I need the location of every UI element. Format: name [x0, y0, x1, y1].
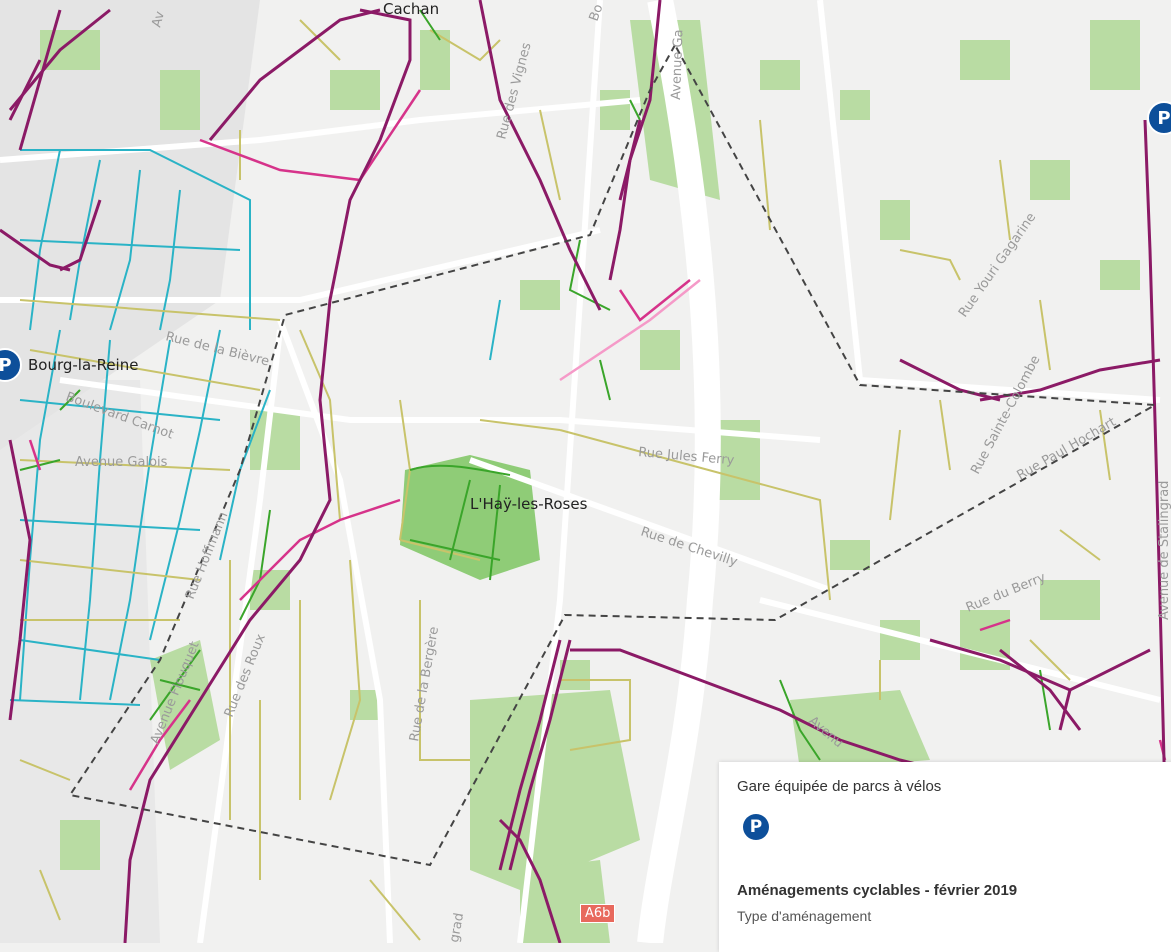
road-badge-a6b: A6b	[580, 904, 616, 923]
street-label: Avenue de Stalingrad	[1157, 481, 1171, 620]
commune-boundary	[68, 42, 1159, 867]
route-pink	[559, 279, 701, 382]
street-label: Avenue Galois	[75, 455, 168, 470]
highway-a6	[637, 0, 721, 943]
street-label: Avenue Ga	[669, 29, 686, 100]
parking-marker-east[interactable]: P	[1147, 101, 1171, 135]
town-label-cachan: Cachan	[383, 0, 439, 18]
town-label-lhay-les-roses: L'Haÿ-les-Roses	[470, 495, 588, 513]
route-green	[19, 9, 1051, 761]
street-label: grad	[447, 912, 467, 943]
legend-panel: Gare équipée de parcs à vélos P Aménagem…	[719, 762, 1171, 952]
town-label-bourg-la-reine: Bourg-la-Reine	[28, 356, 138, 374]
legend-section-subtitle: Type d'aménagement	[737, 908, 872, 924]
street-label: Av	[149, 10, 168, 29]
parking-icon: P	[743, 814, 769, 840]
route-olive	[19, 19, 1111, 941]
street-label: Bo	[587, 2, 607, 23]
legend-station-title: Gare équipée de parcs à vélos	[737, 778, 942, 795]
park-areas	[40, 20, 1140, 943]
legend-section-title: Aménagements cyclables - février 2019	[737, 882, 1018, 899]
